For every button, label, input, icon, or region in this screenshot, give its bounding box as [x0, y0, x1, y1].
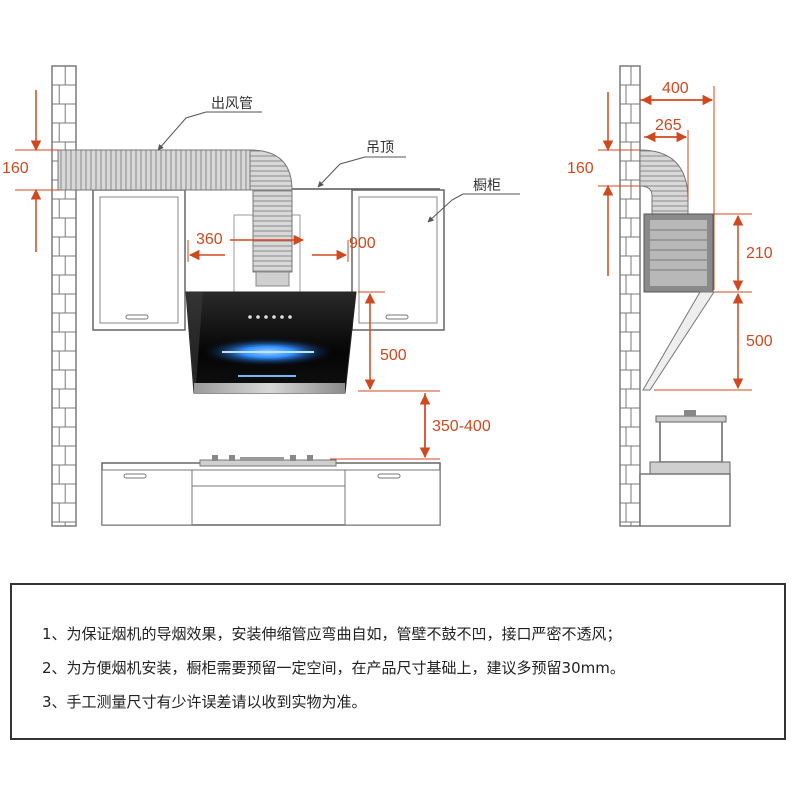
front-dim-360-label: 360 [196, 231, 223, 248]
front-dim-hood-height: 500 [358, 291, 440, 392]
cabinet-callout: 橱柜 [427, 178, 520, 223]
side-dim-heights: 210 500 [654, 213, 773, 391]
ceiling-label: 吊顶 [366, 140, 394, 156]
note-item: 2、为方便烟机安装，橱柜需要预留一定空间，在产品尺寸基础上，建议多预留30mm。 [42, 659, 625, 677]
side-stove [639, 461, 731, 527]
side-range-hood [642, 213, 715, 391]
range-hood [185, 291, 357, 394]
side-dim-265-label: 265 [655, 117, 682, 134]
cabinet-label: 橱柜 [473, 178, 501, 194]
side-dim-inner-depth: 265 [644, 117, 689, 200]
front-dim-160-label: 160 [2, 160, 29, 177]
front-view: 160 360 900 500 350-400 [2, 65, 520, 527]
hood-control-buttons [248, 315, 292, 319]
installation-notes: 1、为保证烟机的导烟效果，安装伸缩管应弯曲自如，管壁不鼓不凹，接口严密不透风； … [10, 583, 786, 740]
front-brick-wall [51, 65, 77, 527]
front-dim-width: 360 900 [187, 231, 376, 262]
front-dim-350-400-label: 350-400 [432, 418, 491, 435]
side-exhaust-duct [639, 149, 689, 217]
exhaust-duct [57, 149, 293, 287]
front-dim-duct-height: 160 [2, 90, 60, 252]
side-dim-500-label: 500 [746, 333, 773, 350]
side-dim-210-label: 210 [746, 245, 773, 262]
left-upper-cabinet [92, 189, 186, 331]
side-dim-duct-height: 160 [567, 92, 640, 276]
duct-callout: 出风管 [157, 96, 262, 151]
note-item: 3、手工测量尺寸有少许误差请以收到实物为准。 [42, 693, 367, 711]
side-pot [655, 410, 727, 463]
gas-stove [199, 455, 337, 467]
front-dim-500-label: 500 [380, 347, 407, 364]
side-brick-wall [619, 65, 641, 527]
side-view: 160 400 265 210 500 [567, 65, 773, 527]
ceiling-callout: 吊顶 [317, 140, 406, 188]
side-dim-160-label: 160 [567, 160, 594, 177]
installation-diagram: 160 360 900 500 350-400 [2, 65, 773, 527]
note-item: 1、为保证烟机的导烟效果，安装伸缩管应弯曲自如，管壁不鼓不凹，接口严密不透风； [42, 625, 622, 643]
lower-cabinet [101, 462, 441, 526]
duct-label: 出风管 [211, 96, 253, 112]
side-dim-400-label: 400 [662, 80, 689, 97]
right-upper-cabinet [351, 189, 445, 331]
side-dim-outer-depth: 400 [640, 80, 715, 290]
front-dim-900-label: 900 [349, 235, 376, 252]
front-dim-stove-clearance: 350-400 [330, 393, 491, 460]
